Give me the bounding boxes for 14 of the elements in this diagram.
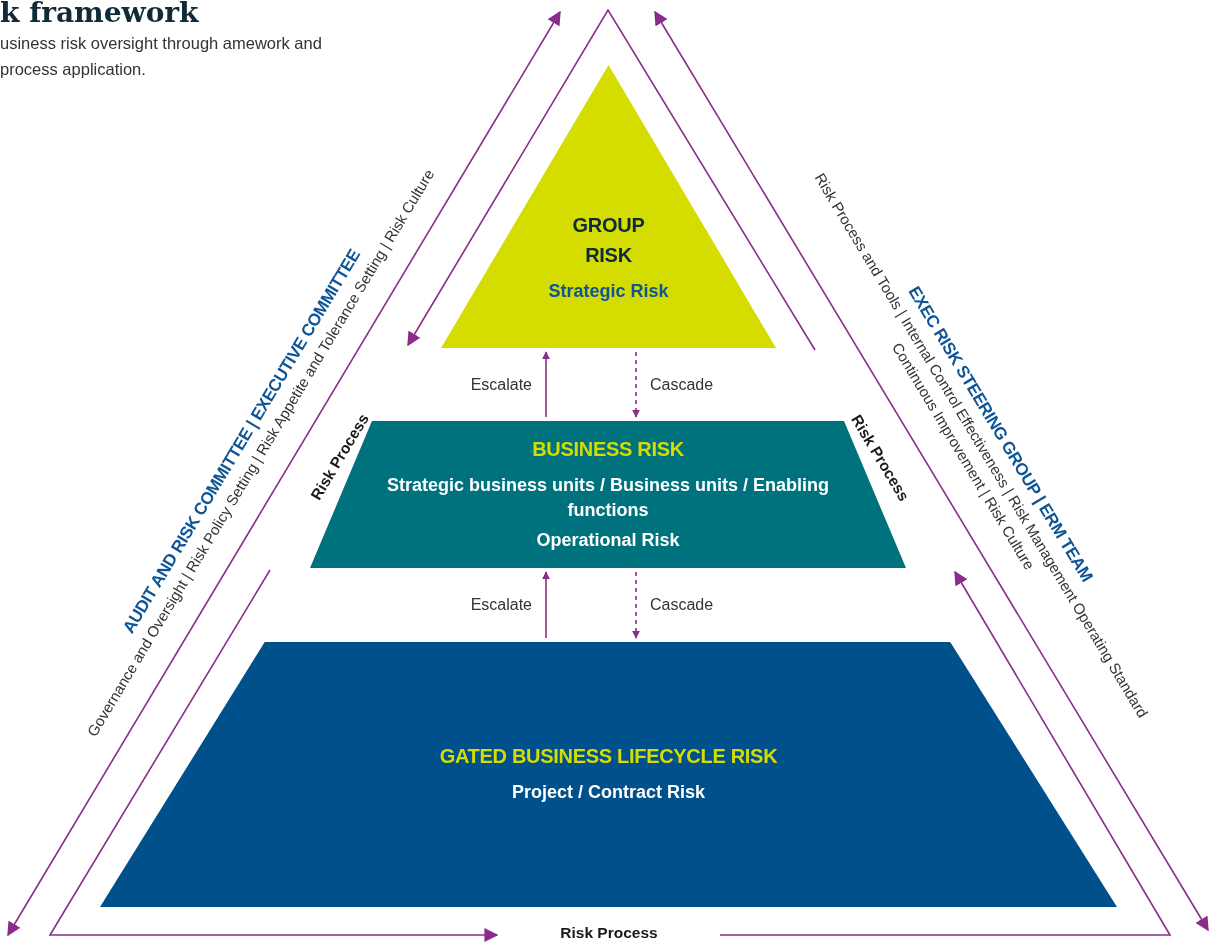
tier-heading: GROUP RISK (571, 213, 646, 268)
tier-text: Strategic business units / Business units / Enabling functions (385, 474, 831, 522)
process-label: Risk Process (560, 924, 658, 942)
tier-heading: GATED BUSINESS LIFECYCLE RISK (439, 744, 778, 769)
tier-text: Project / Contract Risk (511, 781, 706, 804)
tier-text: Strategic Risk (548, 280, 669, 303)
arrow (542, 351, 550, 418)
arrow (542, 571, 550, 639)
arrow (632, 351, 640, 418)
arrow (632, 571, 640, 639)
title: k framework (0, 0, 199, 29)
tier-heading: BUSINESS RISK (532, 437, 684, 462)
subtitle: usiness risk oversight through amework and process application. (0, 33, 323, 80)
tier-text: Operational Risk (536, 529, 680, 552)
